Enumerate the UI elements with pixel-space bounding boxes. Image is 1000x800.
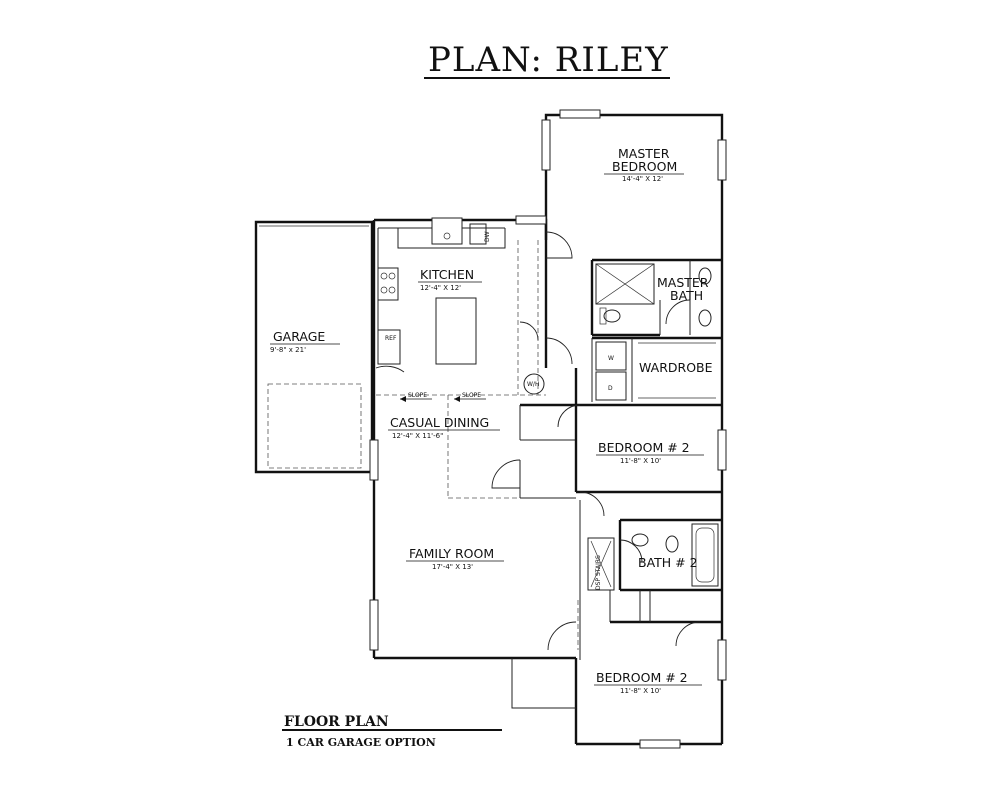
bedroom-upper-dim: 11'-8" X 10' bbox=[620, 457, 661, 465]
dashed-lines bbox=[376, 240, 579, 650]
bedroom-upper-label: BEDROOM # 2 bbox=[598, 440, 690, 455]
plan-title: PLAN: RILEY bbox=[428, 40, 669, 80]
stairs-label: DSP STAIRS bbox=[595, 555, 602, 590]
kitchen-dim: 12'-4" X 12' bbox=[420, 284, 461, 292]
laundry bbox=[523, 341, 627, 401]
washer-label: W bbox=[608, 355, 614, 362]
slope-label-1: SLOPE bbox=[408, 392, 427, 399]
floor-plan-label: FLOOR PLAN bbox=[284, 714, 389, 730]
master-bedroom-label-2: BEDROOM bbox=[612, 159, 677, 174]
toilet bbox=[603, 309, 621, 323]
master-bath-fixtures bbox=[595, 263, 712, 327]
shower bbox=[595, 263, 655, 305]
master-bath-label-1: MASTER bbox=[657, 275, 709, 290]
kitchen-island bbox=[435, 297, 477, 365]
bedroom-lower-label: BEDROOM # 2 bbox=[596, 670, 688, 685]
casual-dining-label: CASUAL DINING bbox=[390, 415, 489, 430]
master-bedroom-label-1: MASTER bbox=[618, 146, 670, 161]
bath2-label: BATH # 2 bbox=[638, 555, 698, 570]
sink-1 bbox=[698, 267, 712, 285]
refrigerator bbox=[377, 329, 401, 365]
parking-outline bbox=[267, 383, 362, 469]
bedroom-lower-dim: 11'-8" X 10' bbox=[620, 687, 661, 695]
ref-label: REF bbox=[385, 335, 397, 342]
garage-dim: 9'-8" x 21' bbox=[270, 346, 306, 354]
interior-walls bbox=[519, 258, 722, 660]
wh-label: W/H bbox=[527, 381, 539, 388]
sink-2 bbox=[698, 309, 712, 327]
family-room-label: FAMILY ROOM bbox=[409, 546, 494, 561]
range bbox=[377, 267, 399, 301]
wardrobe-label: WARDROBE bbox=[639, 360, 713, 375]
family-room-dim: 17'-4" X 13' bbox=[432, 563, 473, 571]
dw-label: DW bbox=[484, 231, 491, 242]
slope-label-2: SLOPE bbox=[462, 392, 481, 399]
garage-option-label: 1 CAR GARAGE OPTION bbox=[286, 736, 436, 749]
dryer-label: D bbox=[608, 385, 613, 392]
kitchen-label: KITCHEN bbox=[420, 267, 474, 282]
bath2-fixtures bbox=[631, 523, 719, 587]
tub bbox=[691, 523, 719, 587]
master-bedroom-dim: 14'-4" X 12' bbox=[622, 175, 663, 183]
doors bbox=[375, 231, 701, 651]
windows bbox=[369, 109, 727, 749]
casual-dining-dim: 12'-4" X 11'-6" bbox=[392, 432, 443, 440]
slope-arrows bbox=[400, 396, 486, 402]
master-bath-label-2: BATH bbox=[670, 288, 703, 303]
water-heater bbox=[523, 373, 545, 395]
garage-label: GARAGE bbox=[273, 329, 325, 344]
kitchen-fixtures bbox=[377, 217, 506, 365]
